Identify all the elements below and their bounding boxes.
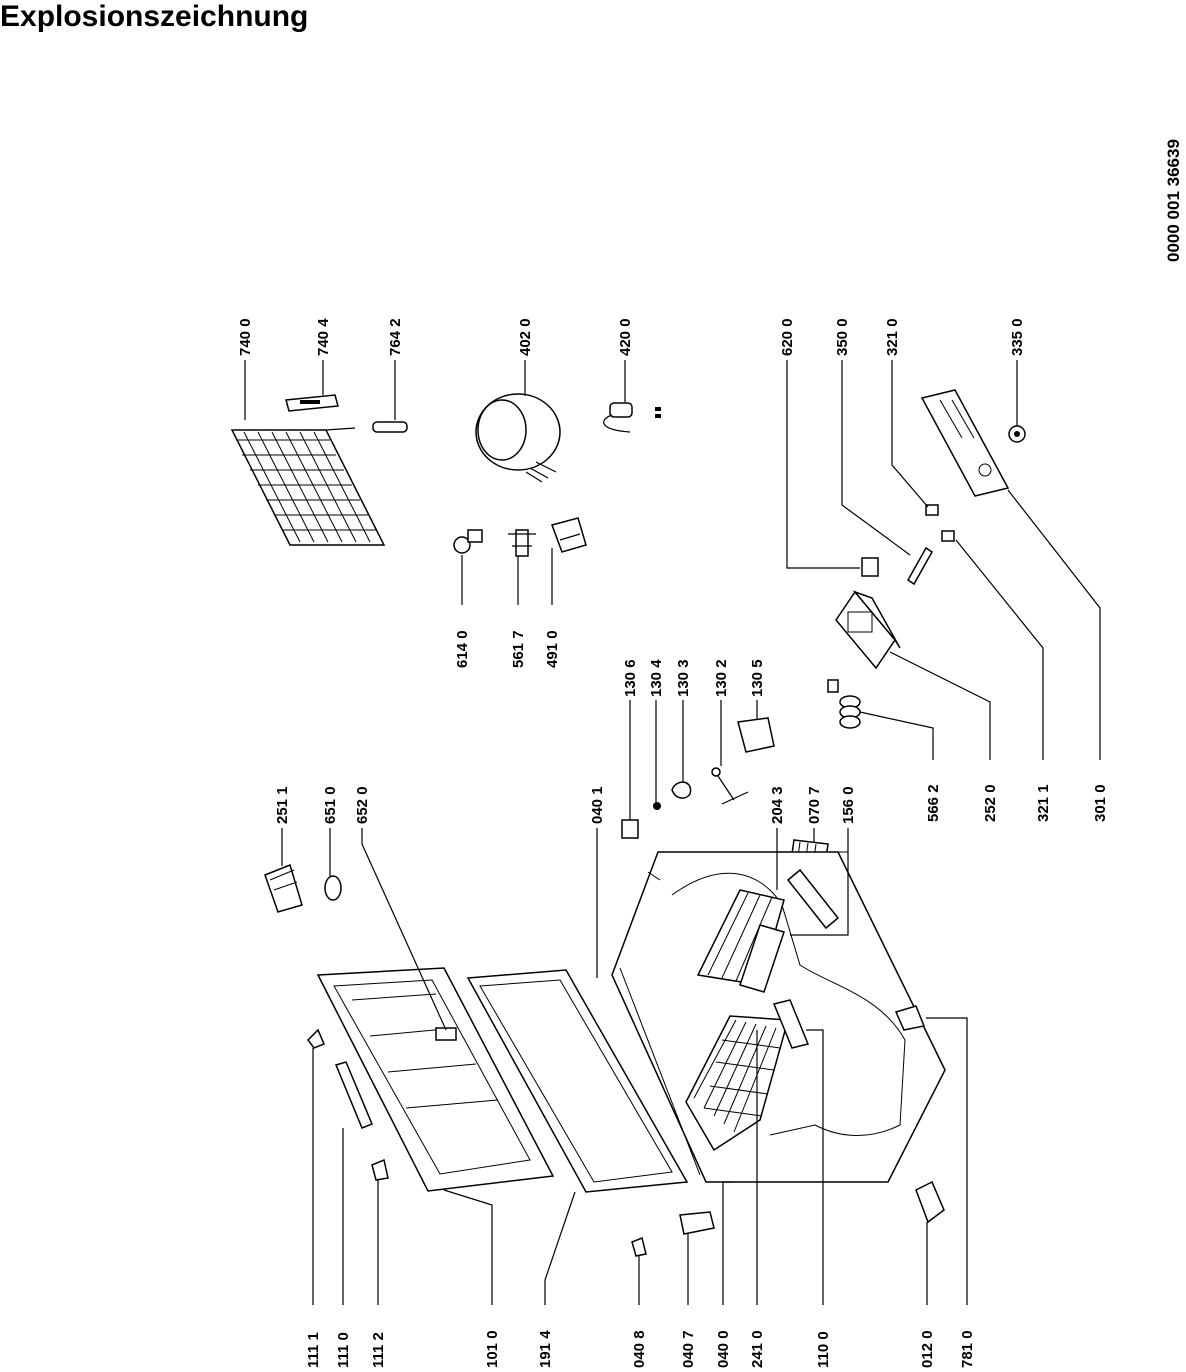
divider-drawing bbox=[786, 868, 840, 930]
part-label: 350 0 bbox=[834, 318, 851, 356]
pad-drawing bbox=[894, 1005, 926, 1031]
part-label: 252 0 bbox=[982, 784, 999, 822]
part-label: 111 0 bbox=[335, 1332, 352, 1368]
part-label: 040 1 bbox=[589, 786, 606, 824]
part-label: 781 0 bbox=[959, 1330, 976, 1368]
part-label: 301 0 bbox=[1092, 784, 1109, 822]
relay-drawing bbox=[603, 402, 661, 433]
part-label: 335 0 bbox=[1009, 318, 1026, 356]
part-label: 012 0 bbox=[919, 1330, 936, 1368]
part-label: 130 3 bbox=[675, 659, 692, 697]
filter-drier-drawing bbox=[372, 421, 408, 433]
part-label: 110 0 bbox=[815, 1331, 832, 1368]
part-label: 156 0 bbox=[840, 786, 857, 824]
small-parts-drawings bbox=[621, 717, 775, 839]
part-label: 321 0 bbox=[884, 318, 901, 356]
part-label: 111 1 bbox=[305, 1332, 322, 1368]
part-drawings bbox=[230, 389, 1026, 1257]
part-label: 130 4 bbox=[648, 659, 665, 697]
part-label: 402 0 bbox=[517, 318, 534, 356]
part-label: 420 0 bbox=[617, 318, 634, 356]
rack-drawing bbox=[696, 889, 785, 993]
lid-drawing bbox=[316, 967, 555, 1192]
part-label: 130 6 bbox=[622, 659, 639, 697]
part-label: 040 0 bbox=[715, 1330, 732, 1368]
part-label: 321 1 bbox=[1035, 784, 1052, 822]
part-label: 764 2 bbox=[387, 318, 404, 356]
electrical-parts-drawings bbox=[861, 504, 955, 586]
condenser-coil-drawing bbox=[230, 427, 386, 546]
thermostat-drawings bbox=[453, 517, 587, 557]
part-label: 040 7 bbox=[680, 1330, 697, 1368]
knob-drawing bbox=[1008, 425, 1026, 443]
part-labels: 740 0 740 4 764 2 402 0 420 0 620 0 350 … bbox=[237, 318, 1109, 1368]
part-label: 740 4 bbox=[315, 318, 332, 356]
part-label: 491 0 bbox=[544, 630, 561, 668]
control-panel-drawing bbox=[920, 389, 1010, 497]
part-label: 651 0 bbox=[322, 786, 339, 824]
bracket-drawing bbox=[285, 394, 339, 412]
part-label: 191 4 bbox=[537, 1330, 554, 1368]
part-label: 740 0 bbox=[237, 318, 254, 356]
part-label: 251 1 bbox=[274, 786, 291, 824]
part-label: 241 0 bbox=[749, 1330, 766, 1368]
part-label: 561 7 bbox=[510, 630, 527, 668]
part-label: 652 0 bbox=[354, 786, 371, 824]
part-label: 614 0 bbox=[454, 630, 471, 668]
part-label: 204 3 bbox=[769, 786, 786, 824]
page-title: Explosionszeichnung bbox=[0, 0, 309, 33]
spring-drawing bbox=[827, 679, 861, 729]
leader-lines bbox=[244, 360, 1101, 1305]
part-label: 070 7 bbox=[806, 786, 823, 824]
part-label: 620 0 bbox=[779, 318, 796, 356]
lid-gasket-drawing bbox=[466, 969, 689, 1193]
bar-drawing bbox=[772, 999, 810, 1049]
basket-drawing bbox=[685, 1015, 789, 1152]
lamp-parts-drawings bbox=[264, 863, 342, 913]
part-label: 130 2 bbox=[713, 659, 730, 697]
compressor-drawing bbox=[475, 393, 561, 483]
hinge-drawings bbox=[307, 1028, 945, 1257]
part-label: 111 2 bbox=[370, 1332, 387, 1368]
part-label: 130 5 bbox=[749, 659, 766, 697]
part-label: 040 8 bbox=[631, 1330, 648, 1368]
part-label: 566 2 bbox=[925, 784, 942, 822]
thermostat-housing-drawing bbox=[835, 590, 901, 670]
part-label: 101 0 bbox=[484, 1330, 501, 1368]
